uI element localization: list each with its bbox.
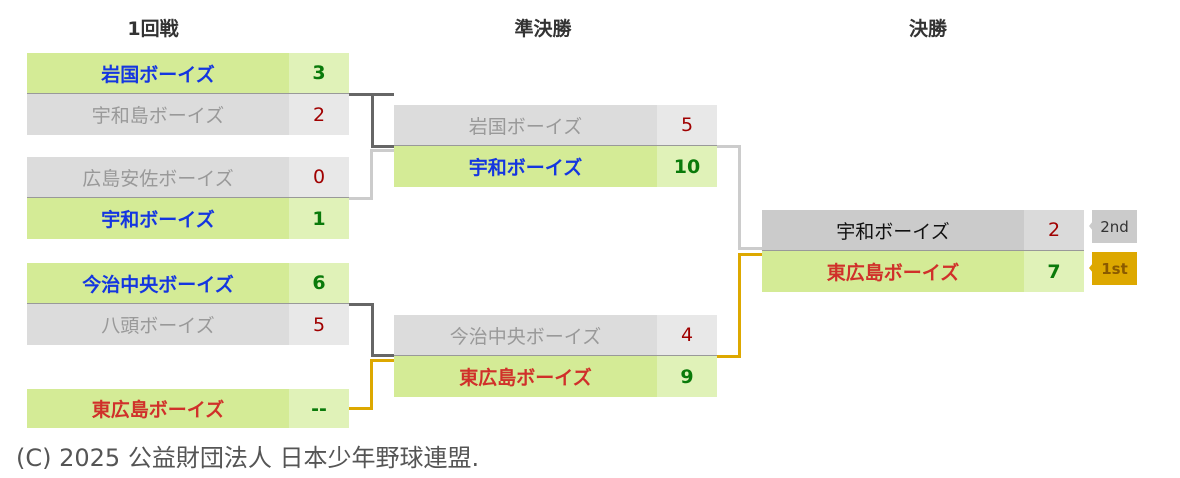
team-name: 東広島ボーイズ [762, 251, 1024, 292]
bracket-line [349, 303, 373, 306]
semis-header: 準決勝 [514, 18, 572, 40]
team-score: 4 [657, 315, 717, 355]
bracket-line [738, 247, 762, 250]
rank-badge-1st: 1st [1089, 252, 1137, 285]
team-name: 今治中央ボーイズ [27, 263, 289, 303]
team-score: 10 [657, 146, 717, 187]
team-score: 1 [289, 198, 349, 239]
team-row[interactable]: 東広島ボーイズ-- [27, 389, 349, 428]
bracket-line [373, 359, 394, 362]
bracket-line [717, 253, 741, 358]
rank-badge-2nd: 2nd [1089, 210, 1137, 243]
final-header: 決勝 [908, 18, 947, 40]
team-name: 宇和ボーイズ [394, 146, 657, 187]
team-name: 岩国ボーイズ [394, 105, 657, 145]
team-score: 2 [289, 94, 349, 135]
team-score: 2 [1024, 210, 1084, 250]
bracket-line [371, 93, 394, 148]
team-score: -- [289, 389, 349, 428]
round1-header: 1回戦 [127, 18, 179, 40]
team-name: 宇和ボーイズ [762, 210, 1024, 250]
bracket-line [373, 149, 394, 152]
team-name: 岩国ボーイズ [27, 53, 289, 93]
bracket-line [371, 303, 394, 357]
team-score: 5 [289, 304, 349, 345]
team-name: 今治中央ボーイズ [394, 315, 657, 355]
team-score: 9 [657, 356, 717, 397]
team-score: 6 [289, 263, 349, 303]
team-name: 宇和ボーイズ [27, 198, 289, 239]
bracket-line [349, 359, 373, 410]
team-name: 宇和島ボーイズ [27, 94, 289, 135]
team-name: 東広島ボーイズ [27, 389, 289, 428]
bracket-line [717, 145, 741, 250]
bracket-line [349, 149, 373, 200]
copyright-footer: (C) 2025 公益財団法人 日本少年野球連盟. [16, 444, 480, 472]
team-name: 広島安佐ボーイズ [27, 157, 289, 197]
team-score: 0 [289, 157, 349, 197]
team-name: 八頭ボーイズ [27, 304, 289, 345]
team-score: 7 [1024, 251, 1084, 292]
bracket-line [738, 253, 762, 256]
team-score: 3 [289, 53, 349, 93]
team-name: 東広島ボーイズ [394, 356, 657, 397]
team-score: 5 [657, 105, 717, 145]
